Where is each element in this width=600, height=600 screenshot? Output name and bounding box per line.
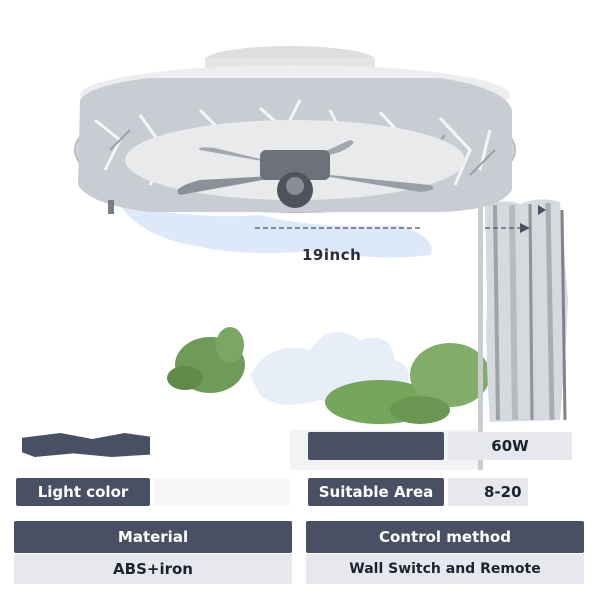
- ceiling-fan-image: [74, 46, 516, 213]
- dimension-label: 19inch: [302, 246, 362, 264]
- power-spec-header: [308, 432, 444, 460]
- material-value-cell: ABS+iron: [14, 554, 292, 584]
- tree-image: [167, 327, 490, 424]
- sky-patch: [120, 205, 432, 258]
- control-method-value-cell: Wall Switch and Remote: [306, 554, 584, 584]
- suitable-area-value-cell: 8-20: [448, 478, 528, 506]
- suitable-area-label: Suitable Area: [318, 483, 434, 501]
- control-method-label: Control method: [379, 528, 511, 546]
- control-method-header: Control method: [306, 521, 584, 553]
- light-color-label: Light color: [37, 483, 129, 501]
- power-spec-value: 60W: [491, 437, 529, 455]
- light-color-header: Light color: [16, 478, 150, 506]
- material-value: ABS+iron: [113, 560, 193, 578]
- suitable-area-value: 8-20: [484, 483, 522, 501]
- suitable-area-header: Suitable Area: [308, 478, 444, 506]
- dimension-arrow-icon: [520, 223, 530, 233]
- light-color-value-cell: [154, 478, 290, 506]
- material-label: Material: [117, 528, 189, 546]
- window-curtain-image: [485, 199, 568, 422]
- control-method-value: Wall Switch and Remote: [349, 561, 541, 577]
- material-header: Material: [14, 521, 292, 553]
- power-spec-value-cell: 60W: [448, 432, 572, 460]
